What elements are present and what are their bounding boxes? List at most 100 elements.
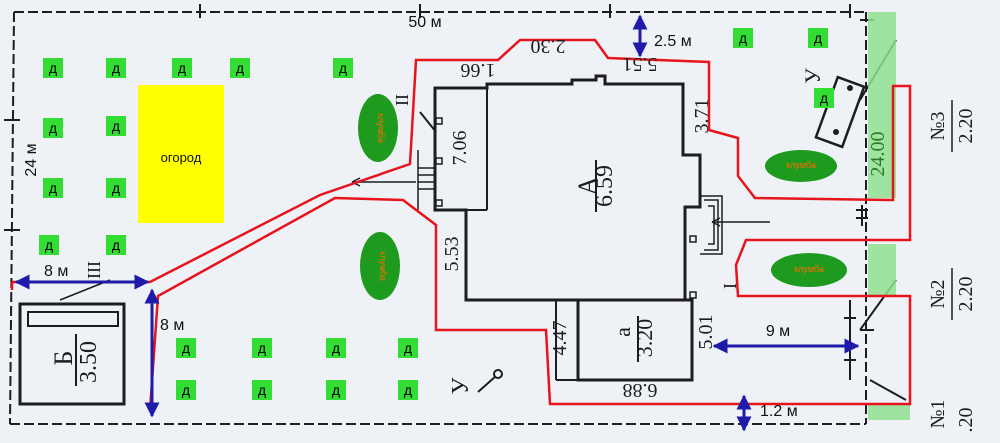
svg-text:д: д <box>112 118 120 134</box>
path-height-label: 8 м <box>160 317 184 334</box>
svg-text:д: д <box>404 382 412 398</box>
svg-text:д: д <box>820 90 828 106</box>
svg-text:клумба: клумба <box>376 113 386 143</box>
tree-marker: д <box>176 338 196 358</box>
tree-marker: д <box>176 380 196 400</box>
trees: д д д д д д д д д д д д д д д д д д д д … <box>39 28 834 400</box>
svg-text:5.01: 5.01 <box>695 315 717 350</box>
svg-text:4.47: 4.47 <box>549 321 571 356</box>
plan-annotations: А 6.59 а 3.20 Б 3.50 7.06 5.53 4.47 5.01… <box>49 35 977 433</box>
svg-text:д: д <box>332 340 340 356</box>
flowerbed-3: клумба <box>765 150 837 182</box>
height-left-label: 24 м <box>23 143 40 176</box>
tree-marker: д <box>326 338 346 358</box>
tree-marker: д <box>808 28 828 48</box>
svg-text:д: д <box>182 340 190 356</box>
svg-text:д: д <box>49 60 57 76</box>
svg-text:клумба: клумба <box>786 160 816 170</box>
svg-text:У: У <box>448 378 474 395</box>
svg-text:6.88: 6.88 <box>623 379 658 401</box>
svg-text:5.51: 5.51 <box>623 53 658 75</box>
svg-text:2.20: 2.20 <box>955 109 977 144</box>
tree-marker: д <box>106 178 126 198</box>
tree-marker: д <box>252 380 272 400</box>
house-letter: А <box>573 176 602 195</box>
shed-outline <box>18 302 126 406</box>
tree-marker: д <box>39 235 59 255</box>
annex-letter: а <box>610 327 635 337</box>
gap-top-label: 2.5 м <box>654 33 692 50</box>
svg-text:III: III <box>84 261 104 279</box>
walkways <box>10 38 912 411</box>
flowerbed-4: клумба <box>771 253 847 287</box>
flowerbed-1: клумба <box>358 94 398 162</box>
tree-marker: д <box>43 118 63 138</box>
tree-marker: д <box>43 58 63 78</box>
svg-text:№1: №1 <box>927 399 949 428</box>
tree-marker: д <box>106 58 126 78</box>
svg-text:д: д <box>49 120 57 136</box>
svg-text:д: д <box>236 60 244 76</box>
svg-text:У: У <box>800 68 825 84</box>
tree-marker: д <box>252 338 272 358</box>
path-width-label: 8 м <box>44 263 68 280</box>
entrance-right <box>700 195 770 255</box>
fence-strip-1 <box>868 12 896 198</box>
svg-text:д: д <box>814 30 822 46</box>
tree-marker: д <box>106 116 126 136</box>
svg-text:I: I <box>720 283 740 289</box>
svg-text:1.66: 1.66 <box>461 59 496 81</box>
shed-value: 3.50 <box>76 341 102 383</box>
svg-text:д: д <box>112 237 120 253</box>
tree-marker: д <box>172 58 192 78</box>
svg-text:д: д <box>45 237 53 253</box>
fence-strip-3 <box>868 404 910 420</box>
tree-marker: д <box>326 380 346 400</box>
tree-marker: д <box>814 88 834 108</box>
svg-text:№2: №2 <box>927 279 949 308</box>
entrance-left <box>351 150 436 210</box>
tree-marker: д <box>333 58 353 78</box>
width-top-label: 50 м <box>408 14 441 31</box>
flowerbed-2: клумба <box>360 232 400 300</box>
svg-text:д: д <box>112 60 120 76</box>
svg-text:д: д <box>182 382 190 398</box>
svg-text:д: д <box>49 180 57 196</box>
survey-marks <box>419 111 503 393</box>
svg-text:2.30: 2.30 <box>531 35 566 57</box>
svg-text:д: д <box>404 340 412 356</box>
garden-bed <box>138 85 224 223</box>
tree-marker: д <box>230 58 250 78</box>
house-value: 6.59 <box>592 165 618 207</box>
gap-bottom-label: 1.2 м <box>760 403 798 420</box>
svg-text:клумба: клумба <box>378 251 388 281</box>
svg-text:II: II <box>392 94 412 106</box>
tree-marker: д <box>398 380 418 400</box>
svg-text:клумба: клумба <box>794 264 824 274</box>
garden-label: огород <box>161 150 202 165</box>
tree-marker: д <box>106 235 126 255</box>
fence-strip-2 <box>868 244 896 296</box>
svg-text:2.20: 2.20 <box>955 277 977 312</box>
svg-text:3.71: 3.71 <box>691 99 713 134</box>
annex-value: 3.20 <box>632 319 657 358</box>
tree-marker: д <box>43 178 63 198</box>
wall-markers <box>435 117 697 299</box>
svg-text:д: д <box>258 340 266 356</box>
svg-text:д: д <box>332 382 340 398</box>
svg-text:.20: .20 <box>955 408 977 433</box>
svg-text:д: д <box>258 382 266 398</box>
svg-text:д: д <box>178 60 186 76</box>
dimension-arrows <box>14 14 860 432</box>
tree-marker: д <box>398 338 418 358</box>
svg-text:д: д <box>112 180 120 196</box>
svg-text:д: д <box>739 30 747 46</box>
svg-text:24.00: 24.00 <box>867 132 889 177</box>
tree-marker: д <box>733 28 753 48</box>
shed-letter: Б <box>49 351 78 366</box>
svg-text:№3: №3 <box>927 111 949 140</box>
svg-text:д: д <box>339 60 347 76</box>
annex-outline <box>576 298 694 382</box>
